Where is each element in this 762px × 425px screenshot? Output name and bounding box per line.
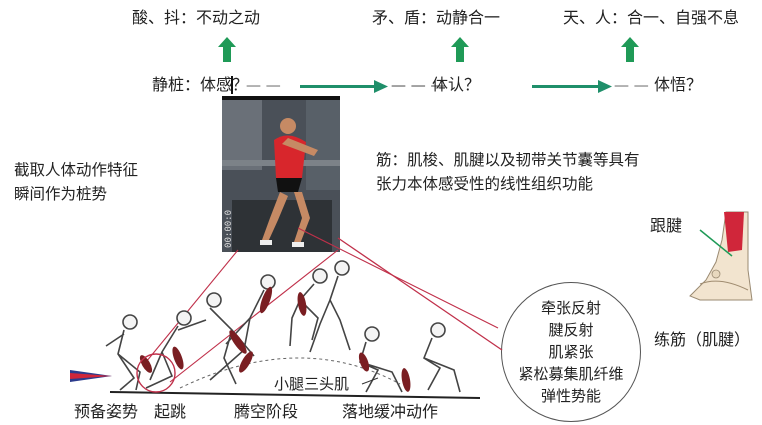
start-arrow-icon xyxy=(70,370,112,382)
left-note-line-2: 瞬间作为桩势 xyxy=(14,185,108,203)
foot-caption: 练筋（肌腱） xyxy=(654,330,751,349)
up-arrow-icon xyxy=(218,37,236,62)
bubble-item-stretch-reflex: 牵张反射 xyxy=(540,299,601,317)
phase-ready: 预备姿势 xyxy=(74,402,139,421)
top-right-label: 天、人：合一、自强不息 xyxy=(563,8,740,27)
foot-anatomy-icon xyxy=(689,211,753,301)
bubble-item-elastic-energy: 弹性势能 xyxy=(540,387,601,405)
body-enlightenment-label: 体悟？ xyxy=(654,75,703,94)
bubble-item-tendon-reflex: 腱反射 xyxy=(548,321,594,339)
left-note-line-1: 截取人体动作特征 xyxy=(14,161,139,179)
right-arrow-icon xyxy=(532,80,612,93)
reflex-bubble xyxy=(501,282,641,422)
jump-sequence-figure xyxy=(105,260,461,393)
left-dashes: — — xyxy=(246,76,281,94)
photo-top-bar xyxy=(222,96,340,100)
middle-dashes: — — — xyxy=(391,76,446,94)
top-left-label: 酸、抖：不动之动 xyxy=(132,8,261,27)
tendon-definition-line-2: 张力本体感受性的线性组织功能 xyxy=(376,175,594,193)
right-dashes: — — xyxy=(614,76,649,94)
right-arrow-icon xyxy=(300,80,388,93)
phase-takeoff: 起跳 xyxy=(154,402,187,421)
static-stance-label: 静桩：体感？ xyxy=(152,75,249,94)
body-recognition-label: 体认？ xyxy=(432,75,481,94)
bubble-item-fiber-recruitment: 紧松募集肌纤维 xyxy=(518,365,624,383)
athlete-photo-art xyxy=(222,100,340,252)
phase-flight: 腾空阶段 xyxy=(234,402,299,421)
top-middle-label: 矛、盾：动静合一 xyxy=(372,8,501,27)
phase-landing: 落地缓冲动作 xyxy=(342,402,439,421)
calf-muscle-label: 小腿三头肌 xyxy=(274,375,350,393)
up-arrow-icon xyxy=(451,37,469,62)
up-arrow-icon xyxy=(621,37,639,62)
calf-muscle-highlight xyxy=(139,286,411,392)
athlete-photo xyxy=(222,100,340,252)
bubble-item-muscle-tension: 肌紧张 xyxy=(548,343,594,361)
tendon-definition-line-1: 筋：肌梭、肌腱以及韧带关节囊等具有 xyxy=(376,151,640,169)
achilles-label: 跟腱 xyxy=(650,216,683,235)
